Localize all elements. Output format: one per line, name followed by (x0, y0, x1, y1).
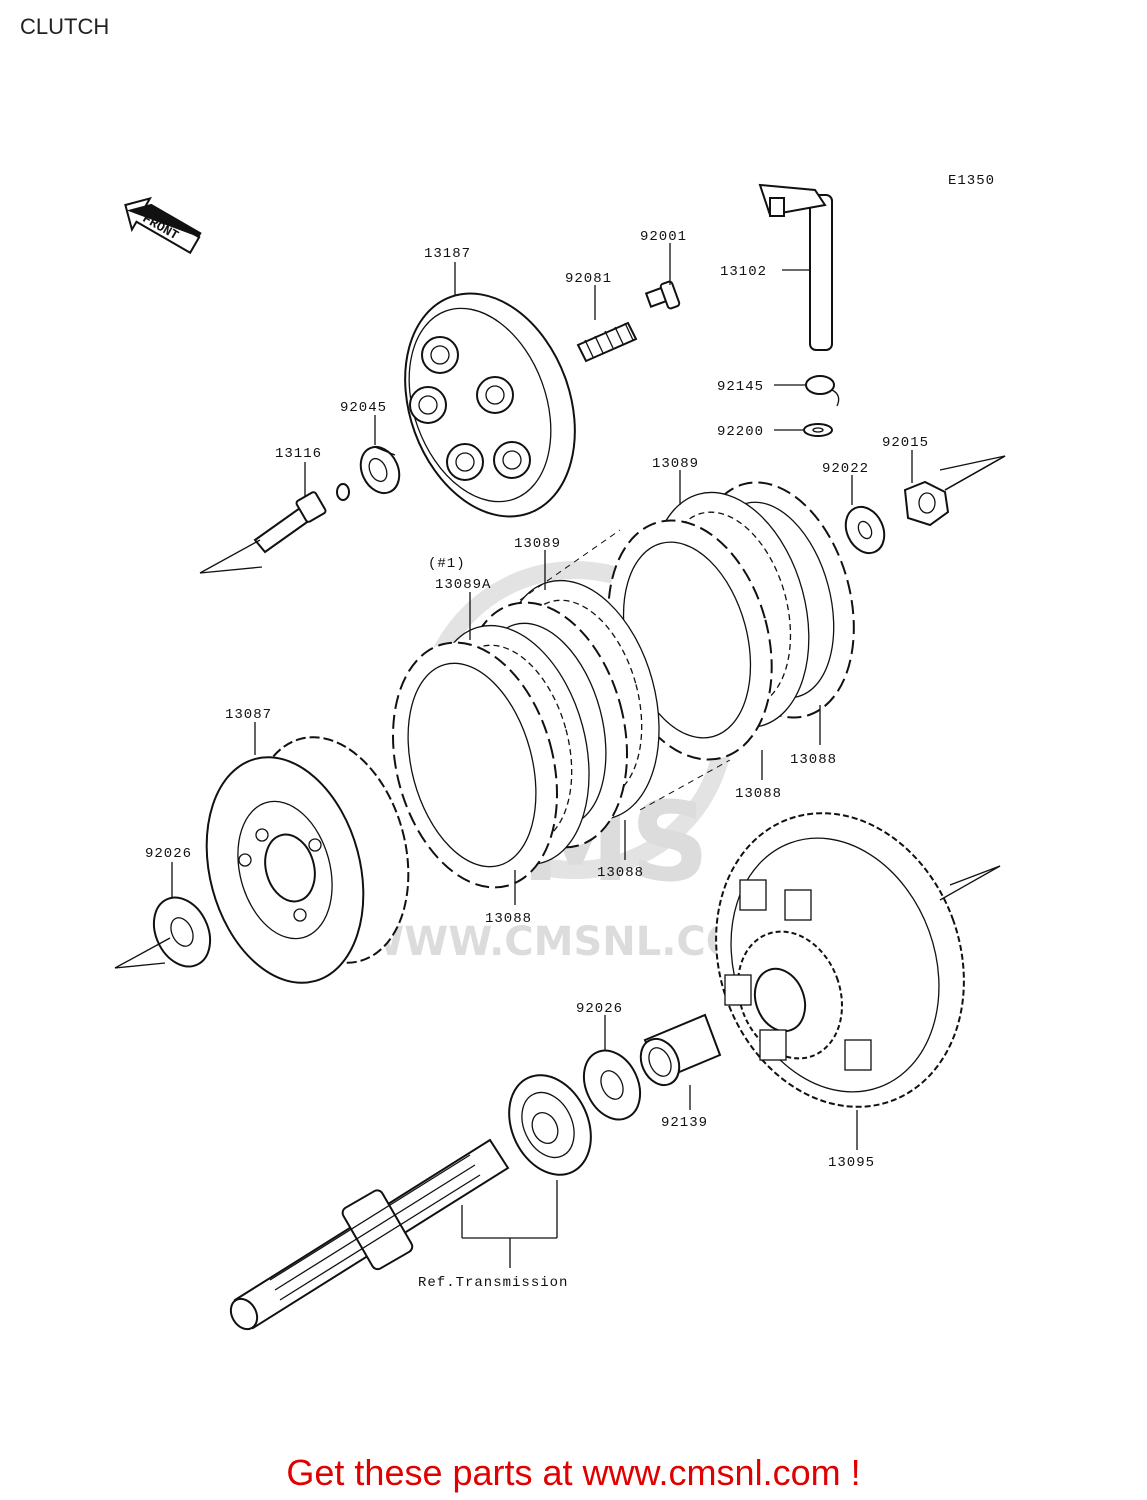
callout-13088-c: 13088 (597, 865, 644, 881)
callout-13089-mid: 13089 (514, 536, 561, 552)
callout-13088-d: 13088 (485, 911, 532, 927)
diagram-code: E1350 (948, 173, 995, 189)
transmission-mainshaft (229, 1138, 510, 1331)
callout-13088-a: 13088 (790, 752, 837, 768)
torsion-spring-92145 (805, 375, 840, 407)
washer-92200 (803, 423, 833, 437)
callout-13102: 13102 (720, 264, 767, 280)
callout-13089a: 13089A (435, 577, 491, 593)
callout-13116: 13116 (275, 446, 322, 462)
callout-13088-b: 13088 (735, 786, 782, 802)
nut-92015 (903, 455, 1006, 527)
callout-92139: 92139 (661, 1115, 708, 1131)
spring-92081 (576, 321, 638, 363)
callout-13187: 13187 (424, 246, 471, 262)
clutch-plate-stack (392, 481, 855, 889)
watermark-url: WWW.CMSNL.COM (360, 919, 780, 965)
pressure-plate-13187 (404, 292, 576, 518)
callout-13089a-note: (#1) (428, 556, 466, 572)
callout-92026-mid: 92026 (576, 1001, 623, 1017)
ref-transmission-label: Ref.Transmission (418, 1275, 568, 1291)
release-shaft-13102 (758, 183, 833, 351)
exploded-parts-diagram: CMS WWW.CMSNL.COM E1350 FRONT 13187 9200… (114, 173, 1006, 1331)
washer-92022 (844, 505, 886, 555)
callout-13095: 13095 (828, 1155, 875, 1171)
callout-92045: 92045 (340, 400, 387, 416)
footer-cta-link[interactable]: Get these parts at www.cmsnl.com ! (286, 1452, 861, 1493)
washer-92026-mid (582, 1049, 642, 1121)
clutch-housing-13095 (715, 812, 1001, 1108)
callout-92081: 92081 (565, 271, 612, 287)
bolt-92001 (644, 280, 681, 310)
page-title: CLUTCH (20, 14, 110, 39)
clutch-hub-13087 (205, 736, 410, 984)
ball-bearing (508, 1074, 592, 1176)
callout-13089-top: 13089 (652, 456, 699, 472)
front-arrow-icon: FRONT (124, 196, 202, 255)
bearing-92045 (359, 445, 401, 495)
callout-92026-left: 92026 (145, 846, 192, 862)
callout-13087: 13087 (225, 707, 272, 723)
callout-92022: 92022 (822, 461, 869, 477)
callout-92200: 92200 (717, 424, 764, 440)
callout-92015: 92015 (882, 435, 929, 451)
pushrod-13116 (199, 483, 350, 574)
callout-92145: 92145 (717, 379, 764, 395)
washer-92026-left (114, 896, 212, 969)
sleeve-92139 (639, 1013, 722, 1087)
callout-92001: 92001 (640, 229, 687, 245)
